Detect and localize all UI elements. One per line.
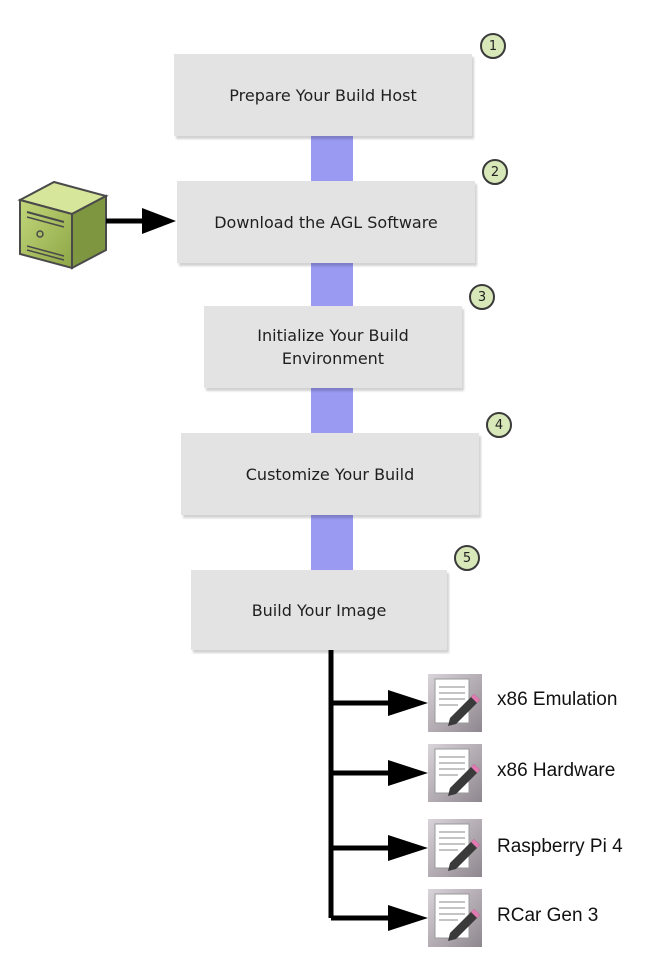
target-arrowheads: [388, 690, 428, 931]
target-label-x86-emulation: x86 Emulation: [497, 689, 618, 710]
step-1-label: Prepare Your Build Host: [229, 85, 417, 105]
step-1-box: Prepare Your Build Host: [174, 54, 472, 136]
arrowhead-target-3: [388, 835, 428, 861]
target-branches: [328, 650, 396, 921]
step-1-badge: 1: [480, 33, 506, 59]
step-2-badge: 2: [482, 159, 508, 185]
connector-2-3: [311, 262, 353, 308]
step-4-badge: 4: [486, 412, 512, 438]
target-label-raspberry-pi-4: Raspberry Pi 4: [497, 836, 623, 857]
step-5-box: Build Your Image: [191, 570, 447, 650]
document-pencil-icon: [428, 744, 482, 802]
step-3-box: Initialize Your Build Environment: [204, 306, 462, 388]
connector-4-5: [311, 514, 353, 570]
document-pencil-icon: [428, 819, 482, 877]
document-pencil-icon: [428, 889, 482, 947]
document-pencil-icon: [428, 674, 482, 732]
step-3-label: Initialize Your Build Environment: [257, 326, 409, 368]
target-label-rcar-gen-3: RCar Gen 3: [497, 905, 599, 926]
target-label-x86-hardware: x86 Hardware: [497, 760, 616, 781]
step-4-label: Customize Your Build: [245, 464, 415, 484]
connector-1-2: [311, 136, 353, 182]
step-5-badge: 5: [454, 545, 480, 571]
connector-3-4: [311, 388, 353, 434]
step-2-box: Download the AGL Software: [177, 181, 475, 263]
arrowhead-target-2: [388, 760, 428, 786]
step-5-label: Build Your Image: [251, 600, 387, 620]
step-2-label: Download the AGL Software: [214, 212, 438, 232]
server-icon: [17, 180, 109, 270]
arrowhead-target-1: [388, 690, 428, 716]
step-3-badge: 3: [469, 284, 495, 310]
arrowhead-target-4: [388, 905, 428, 931]
step-4-box: Customize Your Build: [181, 433, 479, 515]
host-arrow: [106, 208, 176, 234]
